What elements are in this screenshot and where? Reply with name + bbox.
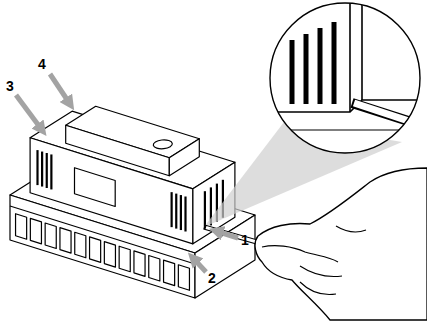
- label-window: [75, 168, 116, 207]
- hand-part: [262, 246, 338, 262]
- callout-arrows: [16, 74, 238, 272]
- main-housing-part-part: [204, 191, 206, 229]
- screwdriver-tip: [352, 103, 427, 128]
- terminal-block-part: [149, 256, 160, 281]
- terminal-block-part: [104, 242, 115, 267]
- callout-arrows-part: [216, 231, 238, 238]
- callout-number: 2: [208, 270, 216, 286]
- callout-number: 4: [38, 56, 46, 72]
- top-cover: [66, 106, 200, 175]
- callout-arrows-part: [16, 95, 42, 130]
- detail-circle-part-part: [354, 103, 427, 128]
- hand-part: [300, 282, 336, 295]
- callout-arrows-part: [50, 74, 70, 104]
- detail-circle-part-part: [262, 100, 427, 112]
- detail-circle-part-part: [304, 34, 309, 104]
- detail-circle-part-part: [318, 28, 323, 104]
- terminal-block-part: [178, 265, 189, 290]
- callout-number: 3: [6, 78, 14, 94]
- hand-part: [336, 226, 366, 232]
- terminal-block-part: [134, 251, 145, 276]
- main-housing-part-part: [50, 154, 52, 189]
- detail-circle-part: [262, 0, 427, 130]
- detail-circle: [262, 0, 427, 153]
- detail-circle-part: [270, 3, 420, 153]
- terminal-block-part: [164, 260, 175, 285]
- main-housing-part-part: [180, 195, 182, 230]
- terminal-block-part: [16, 214, 27, 239]
- terminal-block-part: [60, 228, 71, 253]
- hand: [255, 168, 427, 320]
- top-cover-part: [169, 139, 199, 176]
- top-cover-part-part: [169, 139, 199, 176]
- main-housing-part-part: [171, 192, 173, 227]
- detail-circle-part-part: [270, 129, 427, 130]
- detail-circle-part-part: [349, 0, 351, 112]
- terminal-block-part: [45, 223, 56, 248]
- hand-part: [255, 168, 427, 320]
- callout-arrows-part: [193, 258, 206, 272]
- main-housing-part-part: [46, 153, 48, 188]
- main-housing-part-part: [41, 152, 43, 187]
- hand-part: [300, 266, 342, 277]
- main-housing-part-part: [184, 197, 186, 232]
- terminal-block-part: [30, 218, 41, 243]
- logo-oval: [149, 138, 176, 150]
- top-cover-part-part: [66, 125, 170, 175]
- detail-circle-part-part: [332, 22, 337, 104]
- detail-circle-part-part: [290, 40, 295, 104]
- main-housing-part-part: [36, 150, 38, 185]
- callout-number: 1: [241, 232, 249, 248]
- terminal-block-part: [119, 246, 130, 271]
- detail-circle-part-part: [361, 0, 363, 100]
- terminal-block-part: [90, 237, 101, 262]
- main-housing-part-part: [175, 194, 177, 229]
- top-cover-part: [66, 125, 170, 175]
- terminal-block-part: [75, 232, 86, 257]
